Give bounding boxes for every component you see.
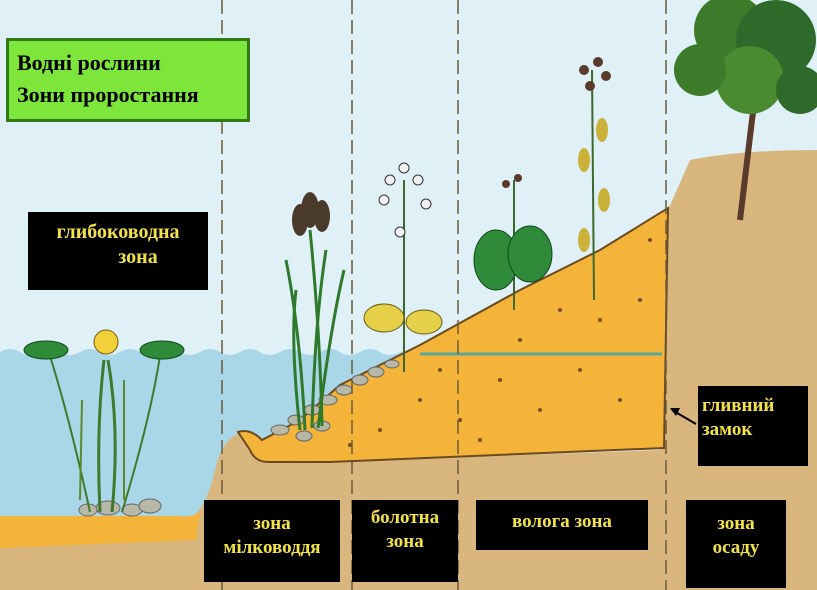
title-line-2: Зони проростання xyxy=(17,79,239,111)
deep-zone-line-1: глибоководна xyxy=(28,220,208,245)
marsh-zone-line-2: зона xyxy=(352,530,458,554)
marsh-zone-line-1: болотна xyxy=(352,506,458,530)
title-line-1: Водні рослини xyxy=(17,47,239,79)
deep-zone-line-2: зона xyxy=(28,245,208,270)
clay-lock-line-2: замок xyxy=(702,418,808,442)
label-wet-zone: волога зона xyxy=(476,500,648,550)
wet-zone-line-1: волога зона xyxy=(476,510,648,534)
clay-lock-line-1: гливний xyxy=(702,394,808,418)
shallow-zone-line-1: зона xyxy=(204,512,340,536)
sediment-zone-line-1: зона xyxy=(686,512,786,536)
sediment-zone-line-2: осаду xyxy=(686,536,786,560)
label-clay-lock: гливний замок xyxy=(698,386,808,466)
label-deep-water-zone: глибоководна зона xyxy=(28,212,208,290)
label-marsh-zone: болотна зона xyxy=(352,500,458,582)
shallow-zone-line-2: мілководдя xyxy=(204,536,340,560)
label-shallow-zone: зона мілководдя xyxy=(204,500,340,582)
label-sediment-zone: зона осаду xyxy=(686,500,786,588)
title-box: Водні рослини Зони проростання xyxy=(6,38,250,122)
